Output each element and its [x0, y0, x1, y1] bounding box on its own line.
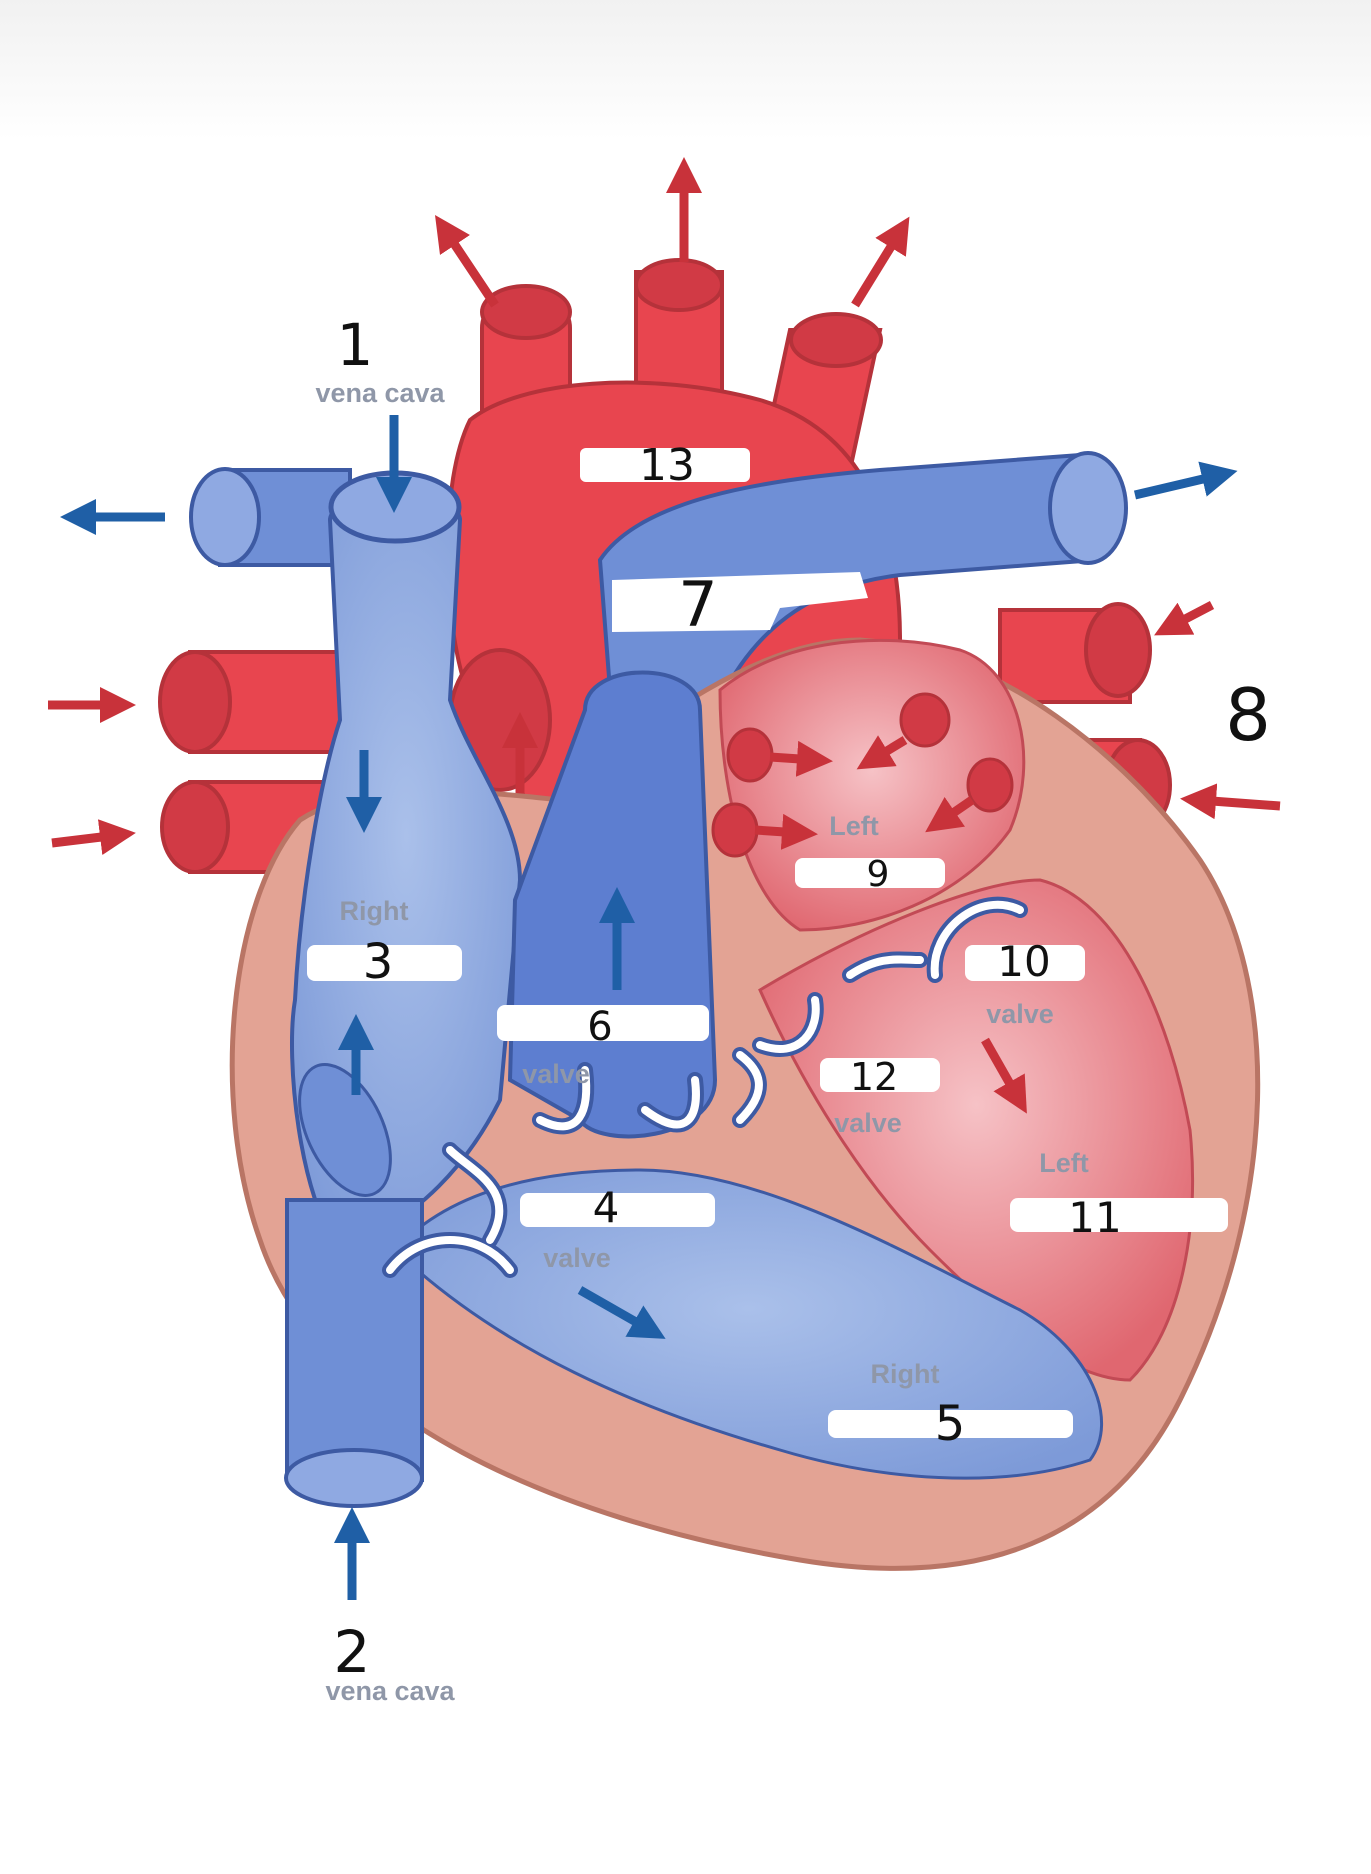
mitral-valve-leaflet-right — [930, 900, 1024, 979]
number-1: 1 — [337, 311, 374, 379]
label-valve-4: valve — [543, 1243, 611, 1273]
tricuspid-valve-leaflet-lower — [386, 1236, 514, 1274]
label-left-ventricle-word: Left — [1039, 1148, 1089, 1178]
number-9: 9 — [867, 854, 890, 895]
arrow-aorta-left-out — [435, 215, 499, 308]
pulmonary-valve-cusp-left — [536, 1066, 591, 1131]
aorta-branch-middle-opening — [634, 258, 724, 312]
arrow-aorta-right-out — [851, 216, 910, 308]
blank-5 — [828, 1410, 1073, 1438]
label-bottom-vena-cava: vena cava — [325, 1676, 455, 1706]
label-top-vena-cava: vena cava — [315, 378, 445, 408]
label-right-ventricle-word: Right — [871, 1359, 940, 1389]
number-11: 11 — [1068, 1193, 1121, 1242]
aortic-valve-cusp-lower — [736, 1051, 763, 1124]
label-valve-10: valve — [986, 999, 1054, 1029]
pulmonary-valve-cusp-right — [641, 1076, 700, 1129]
number-10: 10 — [997, 937, 1050, 986]
arrow-pulmonary-vein-inlet-3 — [856, 735, 908, 770]
pulmonary-artery-right-opening — [1048, 451, 1128, 565]
pulmonary-vein-inlets — [711, 692, 1014, 858]
arrow-right-ventricle — [577, 1286, 666, 1339]
aorta-branch-left-opening — [480, 284, 572, 340]
number-8: 8 — [1225, 673, 1271, 757]
right-ventricle — [392, 1168, 1104, 1480]
number-13: 13 — [639, 440, 695, 491]
arrow-left-ventricle — [981, 1037, 1027, 1114]
number-12: 12 — [850, 1055, 898, 1099]
arrow-pulmonary-right-out — [1133, 461, 1238, 500]
left-ventricle — [758, 878, 1194, 1382]
arrow-pulmonary-vein-inlet-1 — [769, 740, 833, 777]
arrow-pulmonary-vein-inlet-2 — [754, 813, 818, 850]
blank-13 — [580, 448, 750, 482]
arrow-pulmonary-vein-right-upper-in — [1154, 601, 1215, 636]
number-7: 7 — [678, 568, 717, 641]
inferior-vena-cava-opening — [284, 1448, 424, 1508]
label-valve-12: valve — [834, 1108, 902, 1138]
blank-3 — [307, 945, 462, 981]
flow-arrows — [48, 157, 1281, 1600]
blank-9 — [795, 858, 945, 888]
arrow-pulmonary-vein-inlet-4 — [925, 796, 975, 833]
arrow-pulmonary-vein-right-lower-in — [1180, 783, 1281, 820]
number-3: 3 — [363, 934, 394, 990]
pulmonary-vein-right-upper-opening — [1084, 602, 1152, 698]
blank-4 — [520, 1193, 715, 1227]
number-4: 4 — [593, 1183, 620, 1232]
tricuspid-valve-leaflet-upper — [446, 1146, 504, 1244]
blank-10 — [965, 945, 1085, 981]
number-6: 6 — [587, 1004, 612, 1050]
valves — [386, 900, 1024, 1274]
fossa-ovalis — [298, 1063, 392, 1197]
arrow-pulmonary-vein-left-lower-in — [51, 819, 136, 856]
pulmonary-vein-left-lower-opening — [160, 780, 230, 874]
blank-8 — [1160, 668, 1270, 746]
blank-12 — [820, 1058, 940, 1092]
number-5: 5 — [935, 1396, 966, 1452]
aorta-branch-right-opening — [789, 312, 883, 368]
mitral-valve-leaflet-left — [846, 955, 924, 979]
blank-11 — [1010, 1198, 1228, 1232]
label-right-atrium-word: Right — [340, 896, 409, 926]
label-valve-6: valve — [522, 1059, 590, 1089]
number-2: 2 — [334, 1618, 371, 1686]
blank-7 — [612, 572, 868, 632]
label-blanks — [307, 448, 1270, 1438]
label-left-atrium-word: Left — [829, 811, 879, 841]
blank-6 — [497, 1005, 709, 1041]
inferior-vena-cava — [285, 1198, 424, 1482]
aortic-valve-cusp-upper — [756, 996, 820, 1053]
pulmonary-artery-left-opening — [189, 467, 261, 567]
pulmonary-vein-left-upper-opening — [158, 650, 232, 754]
